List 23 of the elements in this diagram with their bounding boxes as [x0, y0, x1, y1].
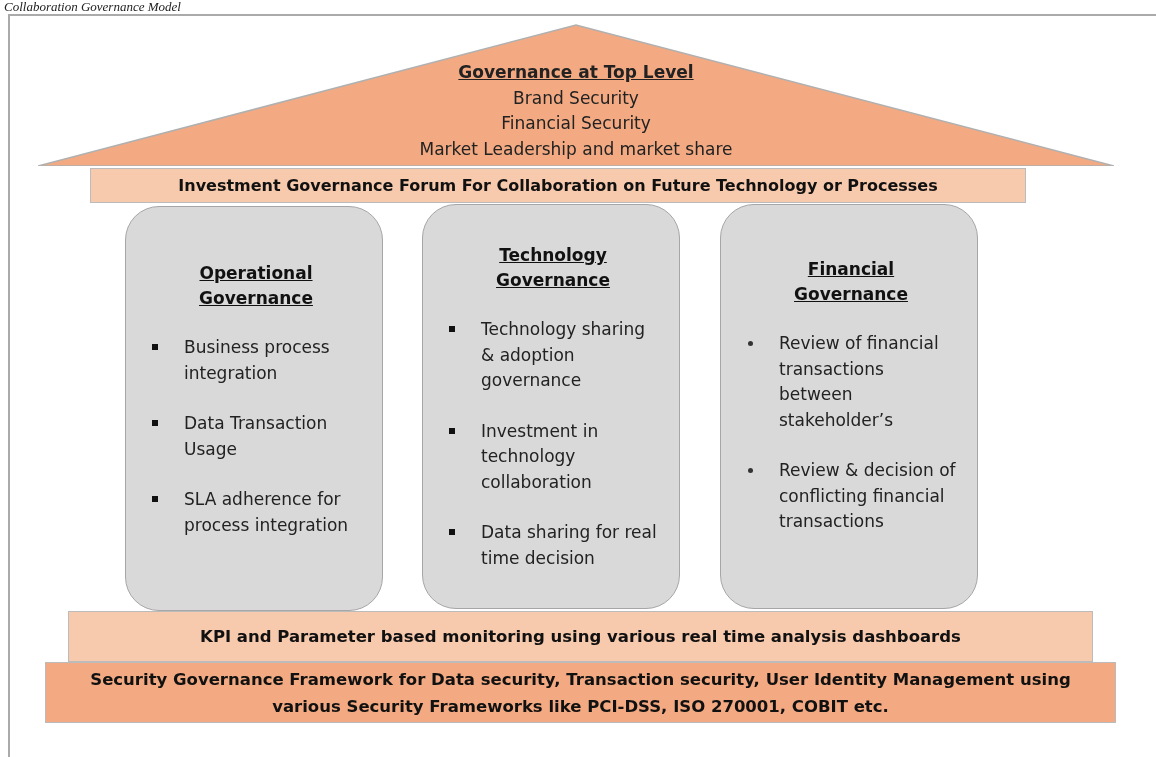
- roof-item: Brand Security: [512, 86, 640, 110]
- pillar-card: [720, 204, 978, 609]
- roof-item: Financial Security: [500, 112, 652, 135]
- bullet-item: Review of financial transactions between stakeholder’s: [743, 331, 959, 433]
- bullet-item: Investment in technology collaboration: [445, 418, 661, 495]
- band-label: Investment Governance Forum For Collaboration on Future Technology or Processes: [90, 168, 1026, 203]
- pillar-heading: Operational Governance: [198, 262, 314, 310]
- band-label: KPI and Parameter based monitoring using various real time analysis dashboards: [68, 611, 1093, 662]
- bullet-item: Business process integration: [148, 335, 364, 386]
- pillar-card: [125, 206, 383, 611]
- pillar-card: [422, 204, 680, 609]
- roof-heading: Governance at Top Level: [458, 61, 694, 84]
- pillar-heading: Financial Governance: [793, 258, 909, 306]
- bullet-item: Technology sharing & adoption governance: [445, 317, 661, 394]
- pillar-heading: Technology Governance: [495, 244, 611, 292]
- roof-item: Market Leadership and market share: [418, 137, 734, 161]
- bullet-item: Review & decision of conflicting financial transactions: [743, 458, 959, 535]
- bullet-item: SLA adherence for process integration: [148, 487, 364, 538]
- roof-shape: [38, 24, 1114, 166]
- bullet-item: Data sharing for real time decision: [445, 520, 661, 571]
- diagram-title: Collaboration Governance Model: [4, 0, 181, 14]
- band-label: Security Governance Framework for Data security, Transaction security, User Identity Management using various Security Frameworks like PCI-DSS, ISO 270001, COBIT etc.: [45, 662, 1116, 723]
- bullet-item: Data Transaction Usage: [148, 411, 364, 462]
